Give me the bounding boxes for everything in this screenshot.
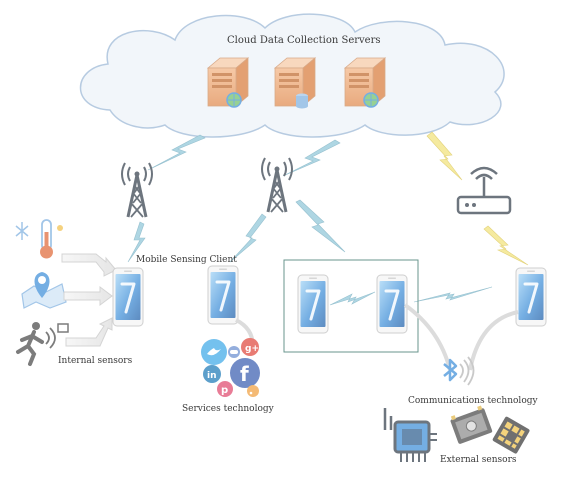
- bluetooth-icon: [443, 356, 475, 386]
- cloud-label: Cloud Data Collection Servers: [227, 35, 381, 46]
- globe-icon: [226, 92, 242, 108]
- map-pin-icon: [21, 272, 67, 309]
- device-group-box: [283, 259, 419, 353]
- comms-label: Communications technology: [408, 396, 538, 406]
- pinterest-icon: p: [217, 381, 233, 397]
- linkedin-icon: in: [203, 365, 221, 383]
- database-icon: [296, 93, 308, 109]
- sensor-chip-icon: [450, 405, 493, 444]
- svg-text:p: p: [221, 385, 228, 396]
- rss-icon: [247, 385, 259, 397]
- thermometer-icon: [15, 219, 63, 259]
- svg-text:in: in: [207, 371, 217, 381]
- svg-text:g+: g+: [245, 344, 259, 354]
- wifi-link: [426, 131, 529, 266]
- circuit-board-icon: [383, 408, 437, 462]
- globe-icon: [363, 92, 379, 108]
- wireless-link: [127, 134, 493, 306]
- external-sensors-label: External sensors: [440, 455, 517, 465]
- sensor-arrow: [61, 253, 117, 347]
- social-icons: g+ in f p: [201, 338, 260, 397]
- running-person-icon: [16, 322, 69, 366]
- twitter-icon: [201, 339, 227, 365]
- services-label: Services technology: [182, 404, 274, 414]
- google-plus-icon: g+: [241, 338, 259, 356]
- sensor-chip-icon: [492, 416, 530, 454]
- chat-icon: [228, 346, 240, 358]
- server-icon: [274, 57, 316, 109]
- server-icon: [207, 57, 249, 108]
- facebook-icon: f: [230, 358, 260, 388]
- wifi-router-icon: [456, 166, 512, 215]
- server-icon: [344, 57, 386, 108]
- client-label: Mobile Sensing Client: [136, 255, 237, 265]
- internal-sensors-label: Internal sensors: [58, 356, 133, 366]
- svg-text:f: f: [240, 362, 249, 386]
